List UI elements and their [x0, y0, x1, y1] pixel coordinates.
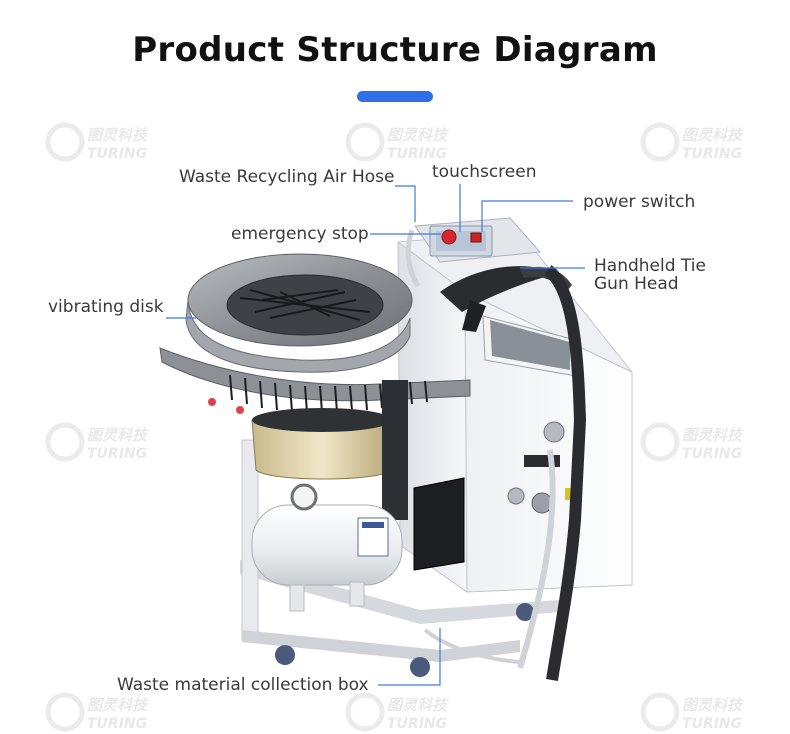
watermark-cn: 图灵科技: [87, 126, 149, 144]
label-handheld-tie-gun-head-line1: Handheld Tie: [594, 256, 706, 276]
watermark-logo: 图灵科技 TURING: [640, 122, 744, 162]
watermark-en: TURING: [387, 146, 447, 162]
watermark-logo: 图灵科技 TURING: [640, 422, 744, 462]
callout-line-waste-hose: [395, 185, 416, 222]
watermark-logo: 图灵科技 TURING: [45, 692, 149, 732]
watermark-en: TURING: [682, 446, 742, 462]
watermark-cn: 图灵科技: [682, 126, 744, 144]
watermark-logo: 图灵科技 TURING: [345, 692, 449, 732]
watermark-cn: 图灵科技: [87, 426, 149, 444]
hoses: [405, 229, 587, 681]
callout-line-power-switch: [481, 200, 573, 232]
watermark-en: TURING: [682, 146, 742, 162]
watermark-en: TURING: [87, 446, 147, 462]
base-frame: [240, 439, 560, 677]
watermark-logo: 图灵科技 TURING: [345, 122, 449, 162]
watermark-logo: 图灵科技 TURING: [45, 122, 149, 162]
watermark-cn: 图灵科技: [387, 696, 449, 714]
watermark-logo: 图灵科技 TURING: [640, 692, 744, 732]
bowl-base: [251, 380, 408, 520]
label-emergency-stop: emergency stop: [231, 224, 369, 244]
watermark-en: TURING: [387, 716, 447, 732]
watermark-en: TURING: [87, 146, 147, 162]
label-vibrating-disk: vibrating disk: [48, 297, 164, 317]
callout-line-waste-box: [378, 628, 441, 686]
label-waste-recycling-air-hose: Waste Recycling Air Hose: [179, 167, 395, 187]
controller-box: [413, 477, 465, 571]
power-switch-rocker: [470, 232, 482, 243]
label-touchscreen: touchscreen: [432, 162, 537, 182]
watermark-en: TURING: [87, 716, 147, 732]
page-title: Product Structure Diagram: [132, 30, 658, 70]
label-waste-material-collection-box: Waste material collection box: [117, 675, 369, 695]
watermark-cn: 图灵科技: [682, 426, 744, 444]
air-tank: [251, 483, 403, 612]
watermark-cn: 图灵科技: [87, 696, 149, 714]
watermark-cn: 图灵科技: [387, 126, 449, 144]
emergency-stop-button: [441, 229, 457, 245]
label-power-switch: power switch: [583, 192, 696, 212]
title-accent-bar: [357, 91, 433, 102]
watermark-cn: 图灵科技: [682, 696, 744, 714]
watermark-logo: 图灵科技 TURING: [45, 422, 149, 462]
label-handheld-tie-gun-head-line2: Gun Head: [594, 274, 679, 294]
watermark-en: TURING: [682, 716, 742, 732]
